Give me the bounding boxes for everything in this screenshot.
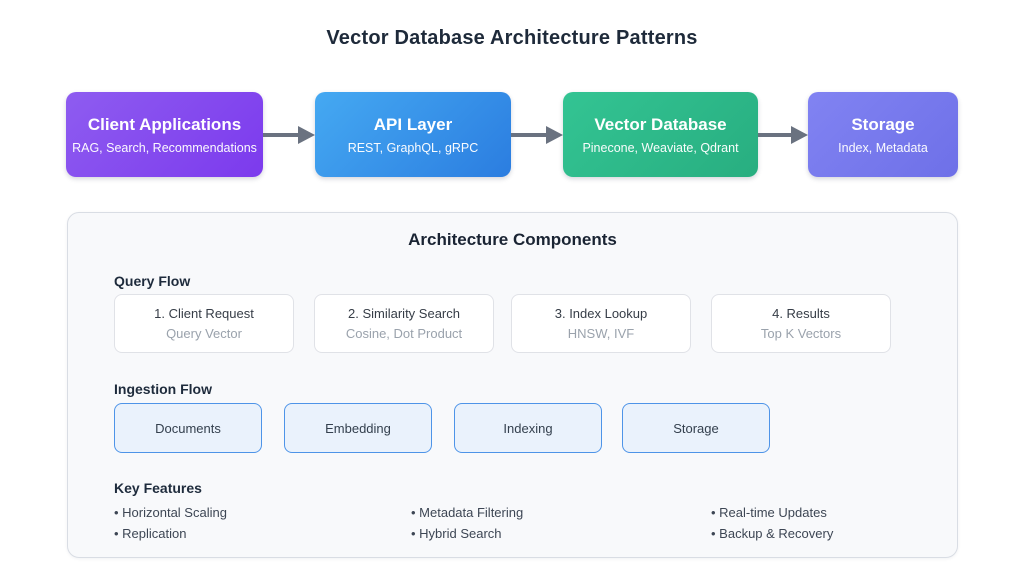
key-features-column-2: • Metadata Filtering • Hybrid Search [411,506,523,548]
architecture-flow-row: Client Applications RAG, Search, Recomme… [0,92,1024,177]
query-step-subtitle: HNSW, IVF [567,326,635,341]
arrow-line [758,132,791,137]
arrow-head [546,125,563,144]
arrow-line [511,132,546,137]
feature-item: • Real-time Updates [711,505,827,520]
ingestion-step-indexing: Indexing [454,403,602,453]
flow-node-title: Storage [851,114,915,134]
flow-node-api-layer: API Layer REST, GraphQL, gRPC [315,92,511,177]
query-step-client-request: 1. Client Request Query Vector [114,294,294,353]
flow-node-subtitle: Pinecone, Weaviate, Qdrant [582,140,739,155]
flow-node-title: API Layer [373,114,453,134]
page-title: Vector Database Architecture Patterns [326,27,698,49]
ingestion-step-documents: Documents [114,403,262,453]
key-features-column-1: • Horizontal Scaling • Replication [114,506,227,548]
arrow-line [263,132,298,137]
query-step-title: 3. Index Lookup [554,306,648,321]
query-step-subtitle: Top K Vectors [760,326,842,341]
flow-node-subtitle: Index, Metadata [838,140,928,155]
right-arrow-icon [758,92,808,177]
arrow-head [791,125,808,144]
flow-node-title: Client Applications [87,114,242,134]
query-flow-heading: Query Flow [114,273,191,289]
feature-item: • Backup & Recovery [711,526,834,541]
key-features-heading: Key Features [114,480,202,496]
query-step-subtitle: Query Vector [166,326,242,341]
feature-item: • Horizontal Scaling [114,505,227,520]
query-step-index-lookup: 3. Index Lookup HNSW, IVF [511,294,691,353]
flow-node-storage: Storage Index, Metadata [808,92,958,177]
right-arrow-icon [511,92,563,177]
flow-node-client-applications: Client Applications RAG, Search, Recomme… [66,92,263,177]
panel-title: Architecture Components [408,230,617,249]
ingestion-flow-heading: Ingestion Flow [114,381,212,397]
ingestion-step-storage: Storage [622,403,770,453]
query-step-title: 1. Client Request [154,306,254,321]
feature-item: • Replication [114,526,187,541]
ingestion-step-embedding: Embedding [284,403,432,453]
query-step-title: 4. Results [772,306,830,321]
query-step-subtitle: Cosine, Dot Product [345,326,463,341]
query-step-results: 4. Results Top K Vectors [711,294,891,353]
key-features-column-3: • Real-time Updates • Backup & Recovery [711,506,833,548]
query-step-title: 2. Similarity Search [348,306,460,321]
flow-node-vector-database: Vector Database Pinecone, Weaviate, Qdra… [563,92,758,177]
architecture-components-panel: Architecture Components Query Flow 1. Cl… [67,212,958,558]
flow-node-subtitle: REST, GraphQL, gRPC [347,140,479,155]
flow-node-subtitle: RAG, Search, Recommendations [72,140,257,155]
feature-item: • Metadata Filtering [411,505,524,520]
query-step-similarity-search: 2. Similarity Search Cosine, Dot Product [314,294,494,353]
arrow-head [298,125,315,144]
right-arrow-icon [263,92,315,177]
flow-node-title: Vector Database [594,114,727,134]
feature-item: • Hybrid Search [411,526,502,541]
